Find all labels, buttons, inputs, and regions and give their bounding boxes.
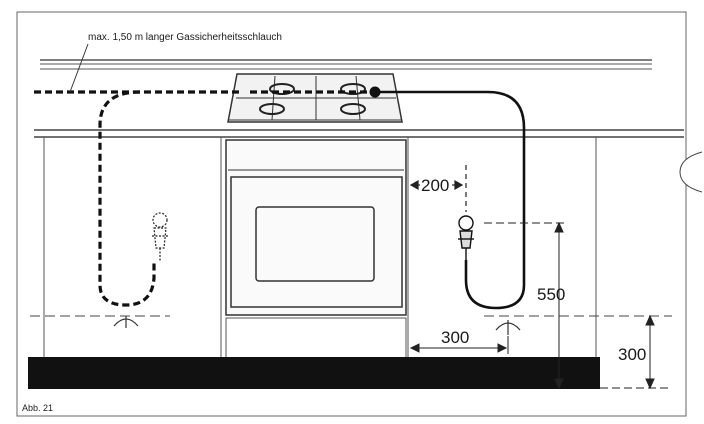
cooktop <box>227 73 403 123</box>
floor-outlet-left-icon <box>113 316 139 328</box>
dim-outlet-height-label: 550 <box>537 285 565 304</box>
dim-horizontal <box>409 336 509 354</box>
oven-plinth <box>225 317 407 359</box>
annotation-leader <box>69 43 89 93</box>
binder-hole <box>679 151 703 193</box>
dim-floor-height <box>600 314 672 390</box>
hose-connection-point <box>369 86 381 98</box>
figure-frame <box>16 11 687 417</box>
hose-annotation: max. 1,50 m langer Gassicherheitsschlauc… <box>88 32 282 43</box>
figure-caption: Abb. 21 <box>22 403 53 413</box>
gas-hose-solid-route <box>375 90 526 310</box>
floor <box>28 357 600 389</box>
gas-valve-left-icon <box>152 212 168 262</box>
oven <box>225 139 407 359</box>
oven-window <box>255 206 375 282</box>
dim-side-clearance-label: 200 <box>421 176 449 195</box>
dim-outlet-height <box>484 221 568 390</box>
countertop <box>34 129 684 138</box>
dim-floor-height-label: 300 <box>618 345 646 364</box>
cabinet-walls <box>43 137 597 357</box>
upper-shelf <box>40 59 652 70</box>
gas-hose-dashed-route <box>34 90 375 307</box>
dim-horizontal-label: 300 <box>441 328 469 347</box>
gas-valve-right-icon <box>458 215 474 260</box>
dim-side-clearance <box>409 165 467 212</box>
floor-outlet-right-icon <box>495 320 521 335</box>
